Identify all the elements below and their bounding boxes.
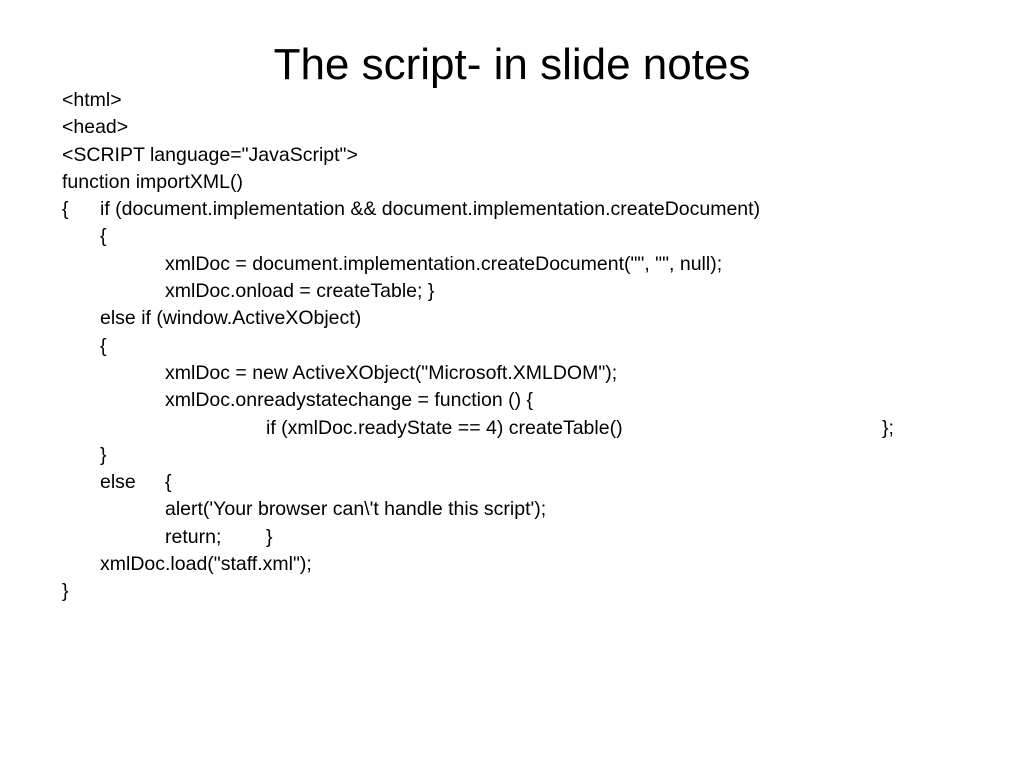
code-line: xmlDoc.onload = createTable; }	[62, 278, 1002, 305]
code-line: {	[62, 223, 1002, 250]
code-text: xmlDoc.load("staff.xml");	[100, 553, 312, 576]
code-line: function importXML()	[62, 169, 1002, 196]
code-text: }	[266, 525, 273, 548]
code-text: }	[62, 580, 69, 603]
code-line: {	[62, 333, 1002, 360]
code-text: xmlDoc = document.implementation.createD…	[165, 252, 723, 275]
code-line: <head>	[62, 114, 1002, 141]
code-line: xmlDoc = document.implementation.createD…	[62, 251, 1002, 278]
code-listing: <html> <head> <SCRIPT language="JavaScript…	[62, 87, 1002, 606]
code-line: return;}	[62, 524, 1002, 551]
code-text: <SCRIPT language="JavaScript">	[62, 143, 358, 166]
code-line: alert('Your browser can\'t handle this s…	[62, 496, 1002, 523]
code-line: xmlDoc.onreadystatechange = function () …	[62, 387, 1002, 414]
code-text: };	[882, 416, 894, 439]
code-line: { if (document.implementation && document…	[62, 196, 1002, 223]
code-line: <html>	[62, 87, 1002, 114]
code-line: }	[62, 578, 1002, 605]
code-text: function importXML()	[62, 170, 243, 193]
code-line: xmlDoc.load("staff.xml");	[62, 551, 1002, 578]
code-line: }	[62, 442, 1002, 469]
code-text: xmlDoc.onload = createTable; }	[165, 280, 435, 303]
code-line: else if (window.ActiveXObject)	[62, 305, 1002, 332]
code-text: if (document.implementation && document.…	[100, 198, 761, 221]
code-line: if (xmlDoc.readyState == 4) createTable(…	[62, 415, 1002, 442]
code-line: xmlDoc = new ActiveXObject("Microsoft.XM…	[62, 360, 1002, 387]
code-text: xmlDoc = new ActiveXObject("Microsoft.XM…	[165, 361, 618, 384]
code-text: {	[165, 471, 172, 494]
code-text: <head>	[62, 116, 129, 139]
code-text: if (xmlDoc.readyState == 4) createTable(…	[266, 416, 623, 439]
code-text: <html>	[62, 89, 122, 111]
code-text: else	[100, 471, 136, 494]
code-text: else if (window.ActiveXObject)	[100, 307, 362, 330]
code-line: else {	[62, 469, 1002, 496]
code-text: {	[100, 225, 107, 248]
code-text: }	[100, 443, 107, 466]
code-text: return;	[165, 525, 222, 548]
code-text: alert('Your browser can\'t handle this s…	[165, 498, 547, 521]
code-line: <SCRIPT language="JavaScript">	[62, 142, 1002, 169]
slide-title: The script- in slide notes	[273, 40, 751, 89]
code-text: xmlDoc.onreadystatechange = function () …	[165, 389, 533, 412]
code-text: {	[62, 198, 69, 221]
code-text: {	[100, 334, 107, 357]
